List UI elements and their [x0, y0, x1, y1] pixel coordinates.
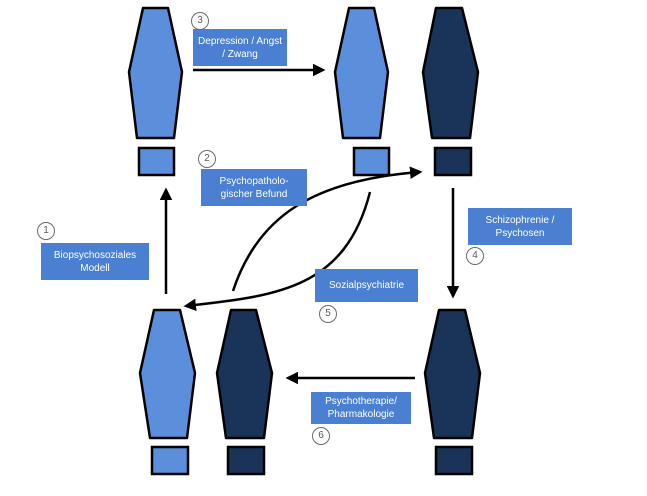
label-psychotherapie-pharmakologie: Psychotherapie/ Pharmakologie [311, 392, 411, 424]
footprint-bottom-left-light [138, 308, 197, 476]
step-number-4: 4 [466, 247, 484, 265]
footprint-top-right-dark [421, 6, 480, 177]
footprint-bottom-left-dark [215, 308, 274, 476]
footprint-bottom-right-dark [423, 308, 482, 476]
step-number-1: 1 [37, 222, 55, 240]
step-number-3: 3 [191, 12, 209, 30]
label-schizophrenie-psychosen: Schizophrenie / Psychosen [468, 208, 572, 245]
label-psychopathologischer-befund: Psychopatholo-gischer Befund [201, 169, 307, 206]
curve-to-bottom-left-arrow [183, 191, 372, 312]
label-biopsychosoziales-modell: Biopsychosoziales Modell [41, 243, 149, 280]
footprint-top-right-light [333, 6, 391, 177]
label-depression-angst-zwang: Depression / Angst / Zwang [193, 29, 287, 66]
label-sozialpsychiatrie: Sozialpsychiatrie [315, 269, 418, 302]
step-number-6: 6 [312, 427, 330, 445]
step-number-2: 2 [198, 150, 216, 168]
footprint-top-left [127, 6, 184, 177]
step-number-5: 5 [319, 305, 337, 323]
curve-to-top-right-arrow [231, 166, 423, 292]
